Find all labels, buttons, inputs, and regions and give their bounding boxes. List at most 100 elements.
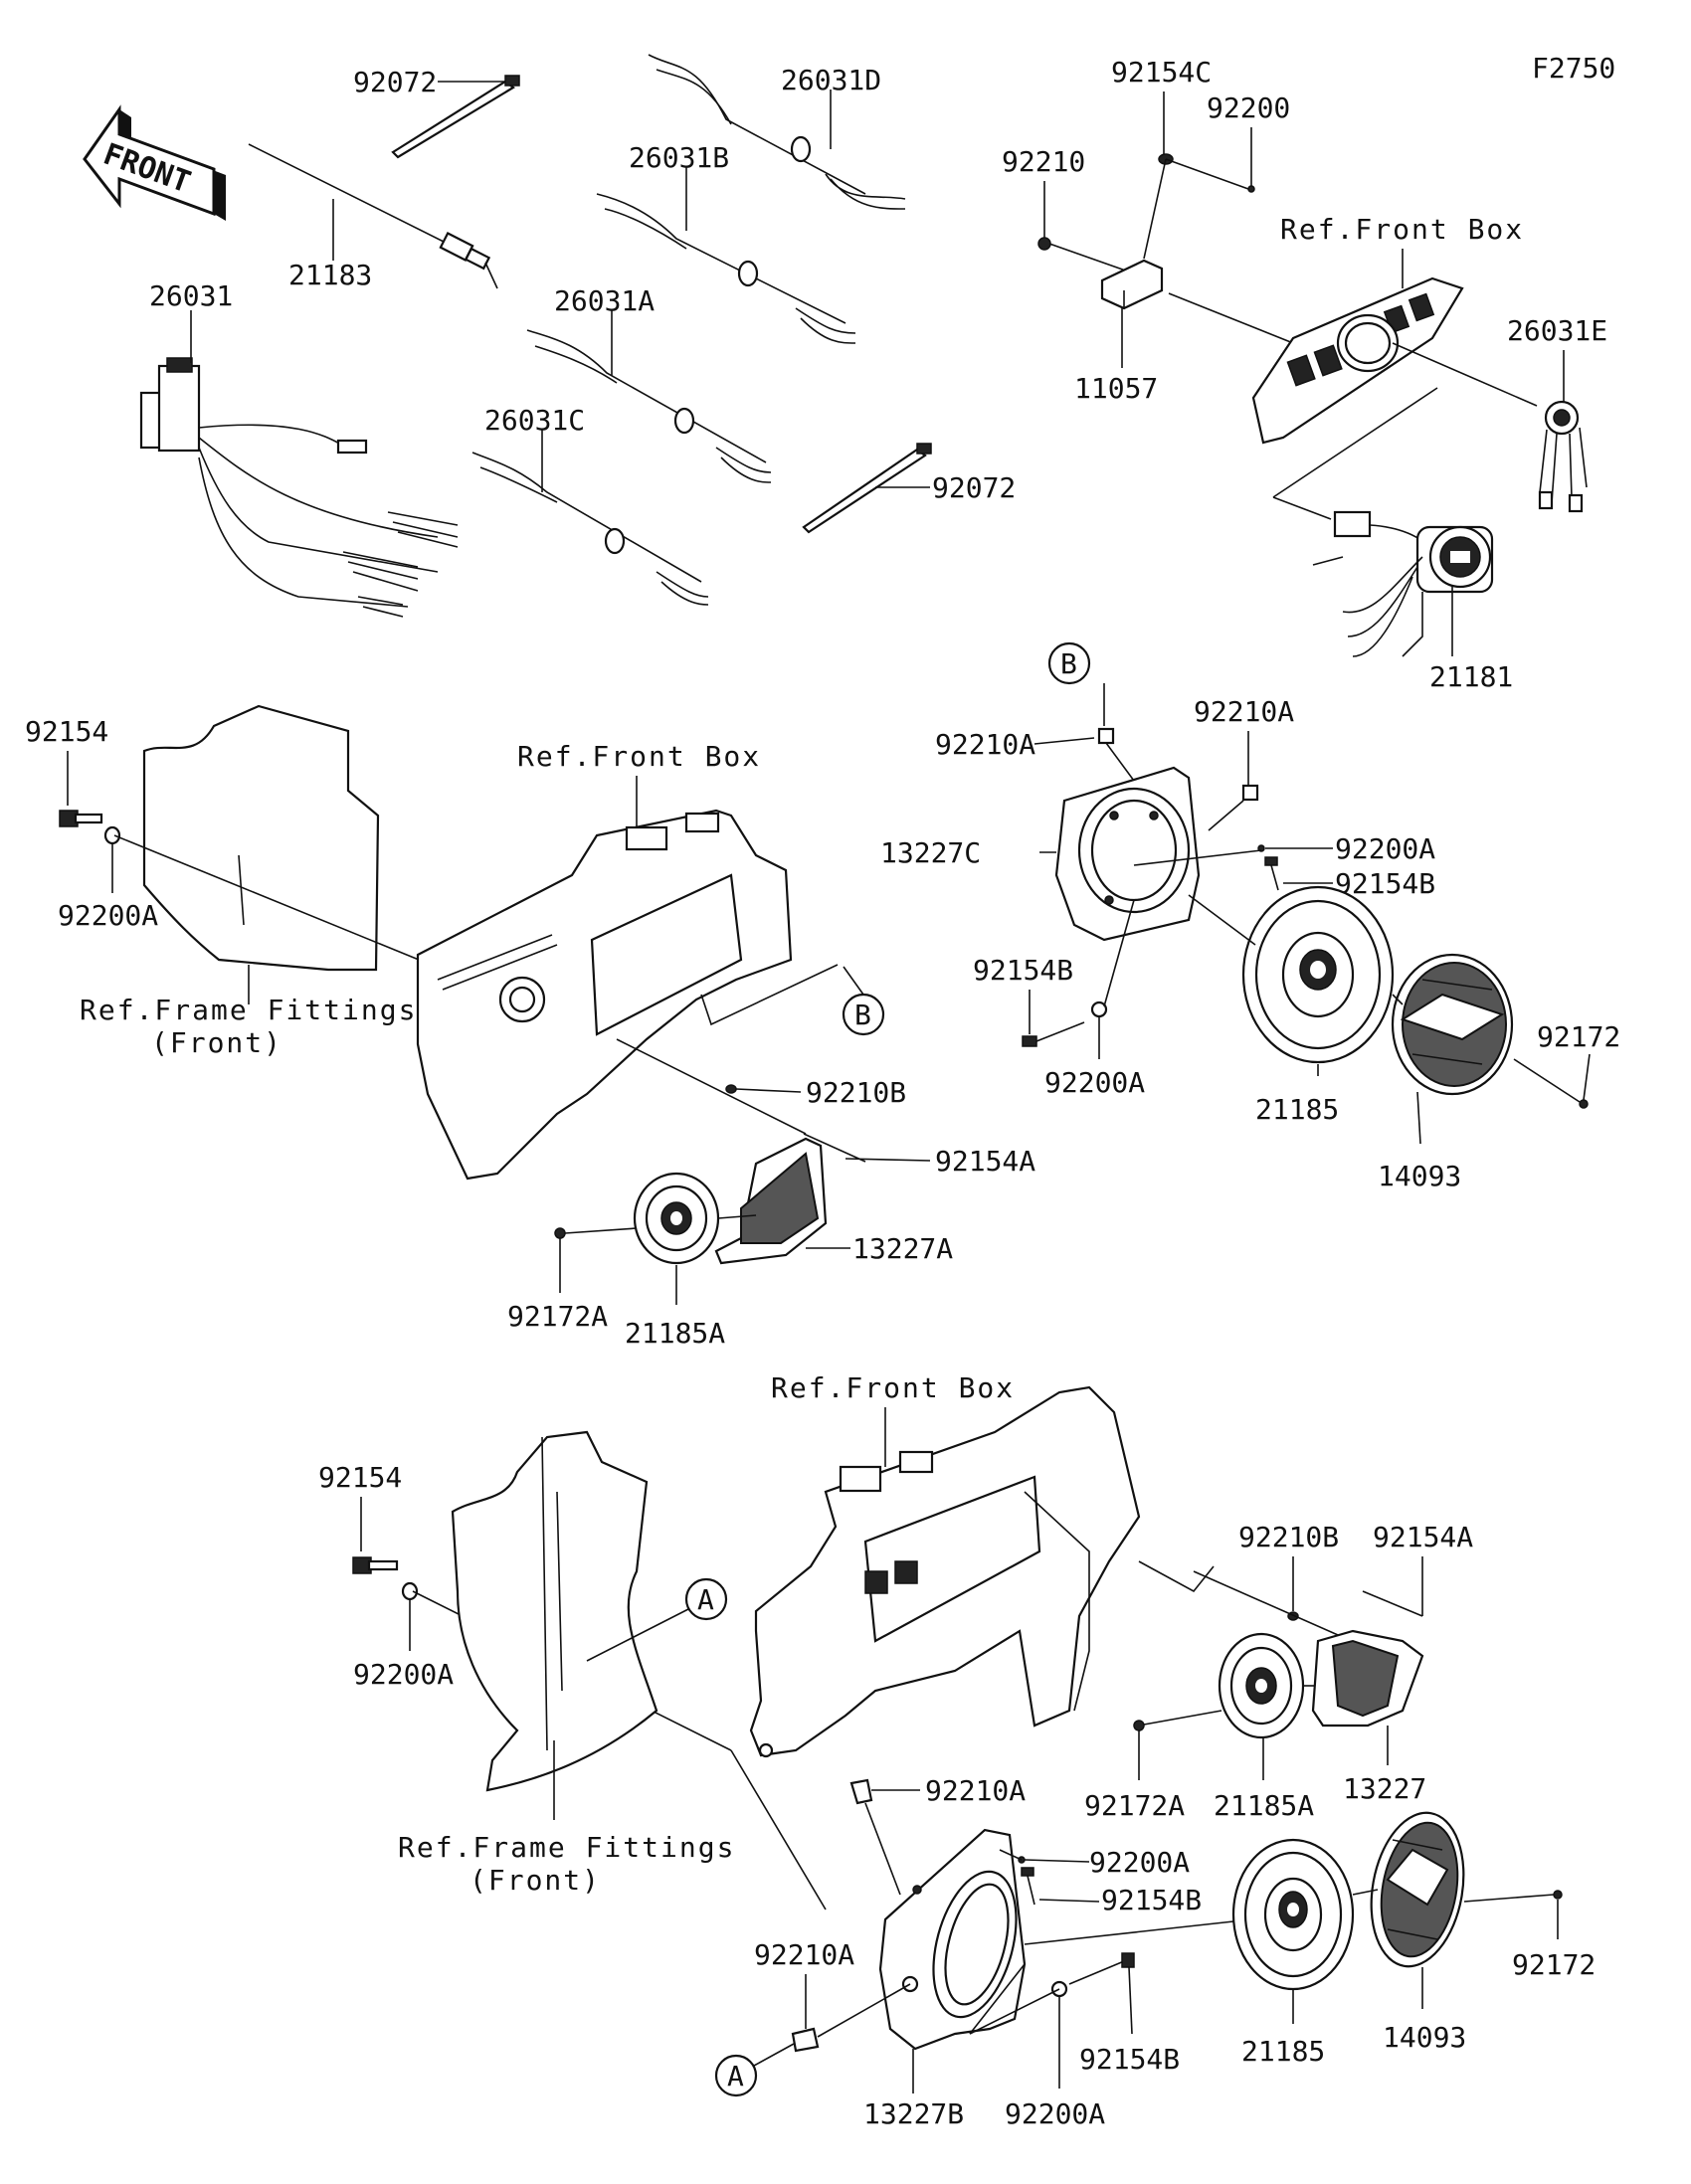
harness-26031D [648, 54, 906, 210]
marker-b-right-label: B [1060, 647, 1077, 680]
speaker-21185-right [1241, 885, 1395, 1064]
cable-tie-92072-top [391, 75, 520, 159]
label-92154B-r1: 92154B [1335, 867, 1435, 900]
label-92154B-r2: 92154B [973, 954, 1073, 987]
bolt-92154-bottom [352, 1556, 399, 1574]
label-26031A: 26031A [554, 284, 655, 317]
harness-26031C [471, 430, 709, 606]
label-92210A-r2: 92210A [1194, 695, 1294, 728]
marker-a-top [684, 1577, 728, 1621]
usb-26031E [1538, 400, 1588, 513]
screw-92154B-r1 [1264, 856, 1279, 891]
harness-26031A [526, 310, 772, 483]
screw-92154B-b1 [1021, 1867, 1035, 1906]
ref-frame-fittings-mid-a: Ref.Frame Fittings [80, 994, 417, 1026]
label-92210A-r1: 92210A [935, 728, 1035, 761]
frame-fittings-bottom [451, 1430, 658, 1792]
label-92172-right: 92172 [1537, 1020, 1620, 1053]
marker-b-mid-label: B [854, 999, 871, 1031]
cable-tie-92072-right [802, 443, 932, 534]
harness-26031 [139, 310, 459, 618]
front-box-panel [1251, 276, 1464, 445]
label-92200A-b1: 92200A [1089, 1846, 1190, 1879]
label-21181: 21181 [1429, 660, 1513, 693]
speaker-21185A-bottom [1218, 1632, 1305, 1739]
label-92154A-mid: 92154A [935, 1145, 1035, 1178]
front-box-bottom [749, 1385, 1141, 1758]
label-21183: 21183 [288, 259, 372, 291]
label-92154C: 92154C [1111, 56, 1212, 89]
ref-frame-fittings-bottom-b: (Front) [470, 1864, 601, 1897]
screw-92154B-b2 [1068, 1952, 1135, 1985]
label-92172A-mid: 92172A [507, 1300, 608, 1333]
label-14093-right: 14093 [1378, 1160, 1461, 1192]
ref-frame-fittings-bottom-a: Ref.Frame Fittings [398, 1831, 735, 1864]
ref-front-box-bottom: Ref.Front Box [771, 1371, 1015, 1404]
bolt-92154-mid [59, 810, 103, 827]
middle-left-assembly: 92154 92200A Ref.Frame Fittings (Front) … [25, 704, 1035, 1350]
bracket-11057 [1100, 259, 1164, 310]
label-14093-bottom: 14093 [1383, 2021, 1466, 2054]
frame-fittings-mid [142, 704, 380, 972]
grille-13227A [714, 1137, 828, 1265]
label-26031C: 26031C [484, 404, 585, 437]
enclosure-13227C [1054, 766, 1201, 942]
wiring-harnesses: 92072 21183 26031D 26031B [139, 54, 1016, 618]
front-arrow-icon: FRONT [83, 104, 226, 221]
label-92200A-mid: 92200A [58, 899, 158, 932]
label-92172-bottom: 92172 [1512, 1948, 1596, 1981]
radio-21181 [1312, 510, 1494, 657]
marker-a-bottom [714, 2054, 758, 2097]
label-92154B-b1: 92154B [1101, 1884, 1202, 1916]
label-92210-top: 92210 [1002, 145, 1085, 178]
ref-front-box-mid: Ref.Front Box [517, 740, 761, 773]
label-21185-right: 21185 [1255, 1093, 1339, 1126]
grille-13227 [1311, 1629, 1424, 1728]
antenna-21183 [248, 143, 498, 289]
label-92172A-bottom: 92172A [1084, 1789, 1185, 1822]
marker-a-bottom-label: A [727, 2060, 744, 2093]
label-13227: 13227 [1343, 1772, 1426, 1805]
label-92210B-bottom: 92210B [1238, 1521, 1339, 1553]
label-92200A-bottom: 92200A [353, 1658, 454, 1691]
label-13227B: 13227B [863, 2097, 964, 2130]
harness-26031B [596, 167, 856, 344]
label-92072-right: 92072 [932, 471, 1016, 504]
front-box-mid [416, 809, 793, 1181]
label-92200A-r1: 92200A [1335, 832, 1435, 865]
label-92200A-r2: 92200A [1044, 1066, 1145, 1099]
grille-14093-right [1391, 953, 1514, 1096]
speaker-21185A [633, 1172, 720, 1265]
label-13227C: 13227C [880, 836, 981, 869]
radio-assembly: 92154C 92200 92210 11057 Ref.Front Box [1002, 56, 1607, 693]
label-92154B-b2: 92154B [1079, 2043, 1180, 2076]
middle-right-assembly: B 92210A 92210A 13227C 92200A 92154B [880, 641, 1620, 1192]
label-92154-mid: 92154 [25, 715, 108, 748]
label-11057: 11057 [1074, 372, 1158, 405]
label-92154A-bottom: 92154A [1373, 1521, 1473, 1553]
screw-92154B-r2 [1022, 1021, 1085, 1047]
label-92210A-b2: 92210A [754, 1938, 854, 1971]
speaker-21185-bottom [1231, 1838, 1355, 1991]
ref-front-box-top: Ref.Front Box [1280, 213, 1524, 246]
label-21185A-bottom: 21185A [1214, 1789, 1314, 1822]
label-92210A-b1: 92210A [925, 1774, 1026, 1807]
marker-a-top-label: A [697, 1583, 714, 1616]
figure-code: F2750 [1532, 52, 1615, 85]
label-92210B-mid: 92210B [806, 1076, 906, 1109]
label-26031D: 26031D [781, 64, 881, 96]
label-21185-bottom: 21185 [1241, 2035, 1325, 2068]
label-92200-top: 92200 [1207, 91, 1290, 124]
label-92200A-b2: 92200A [1005, 2097, 1105, 2130]
ref-frame-fittings-mid-b: (Front) [151, 1026, 282, 1059]
label-26031: 26031 [149, 279, 233, 312]
label-26031B: 26031B [629, 141, 729, 174]
label-26031E: 26031E [1507, 314, 1607, 347]
grille-14093-bottom [1370, 1811, 1465, 1968]
marker-b-right [1047, 641, 1091, 685]
label-92154-bottom: 92154 [318, 1461, 402, 1494]
label-21185A-mid: 21185A [625, 1317, 725, 1350]
enclosure-13227B [878, 1828, 1027, 2051]
label-13227A: 13227A [852, 1232, 953, 1265]
